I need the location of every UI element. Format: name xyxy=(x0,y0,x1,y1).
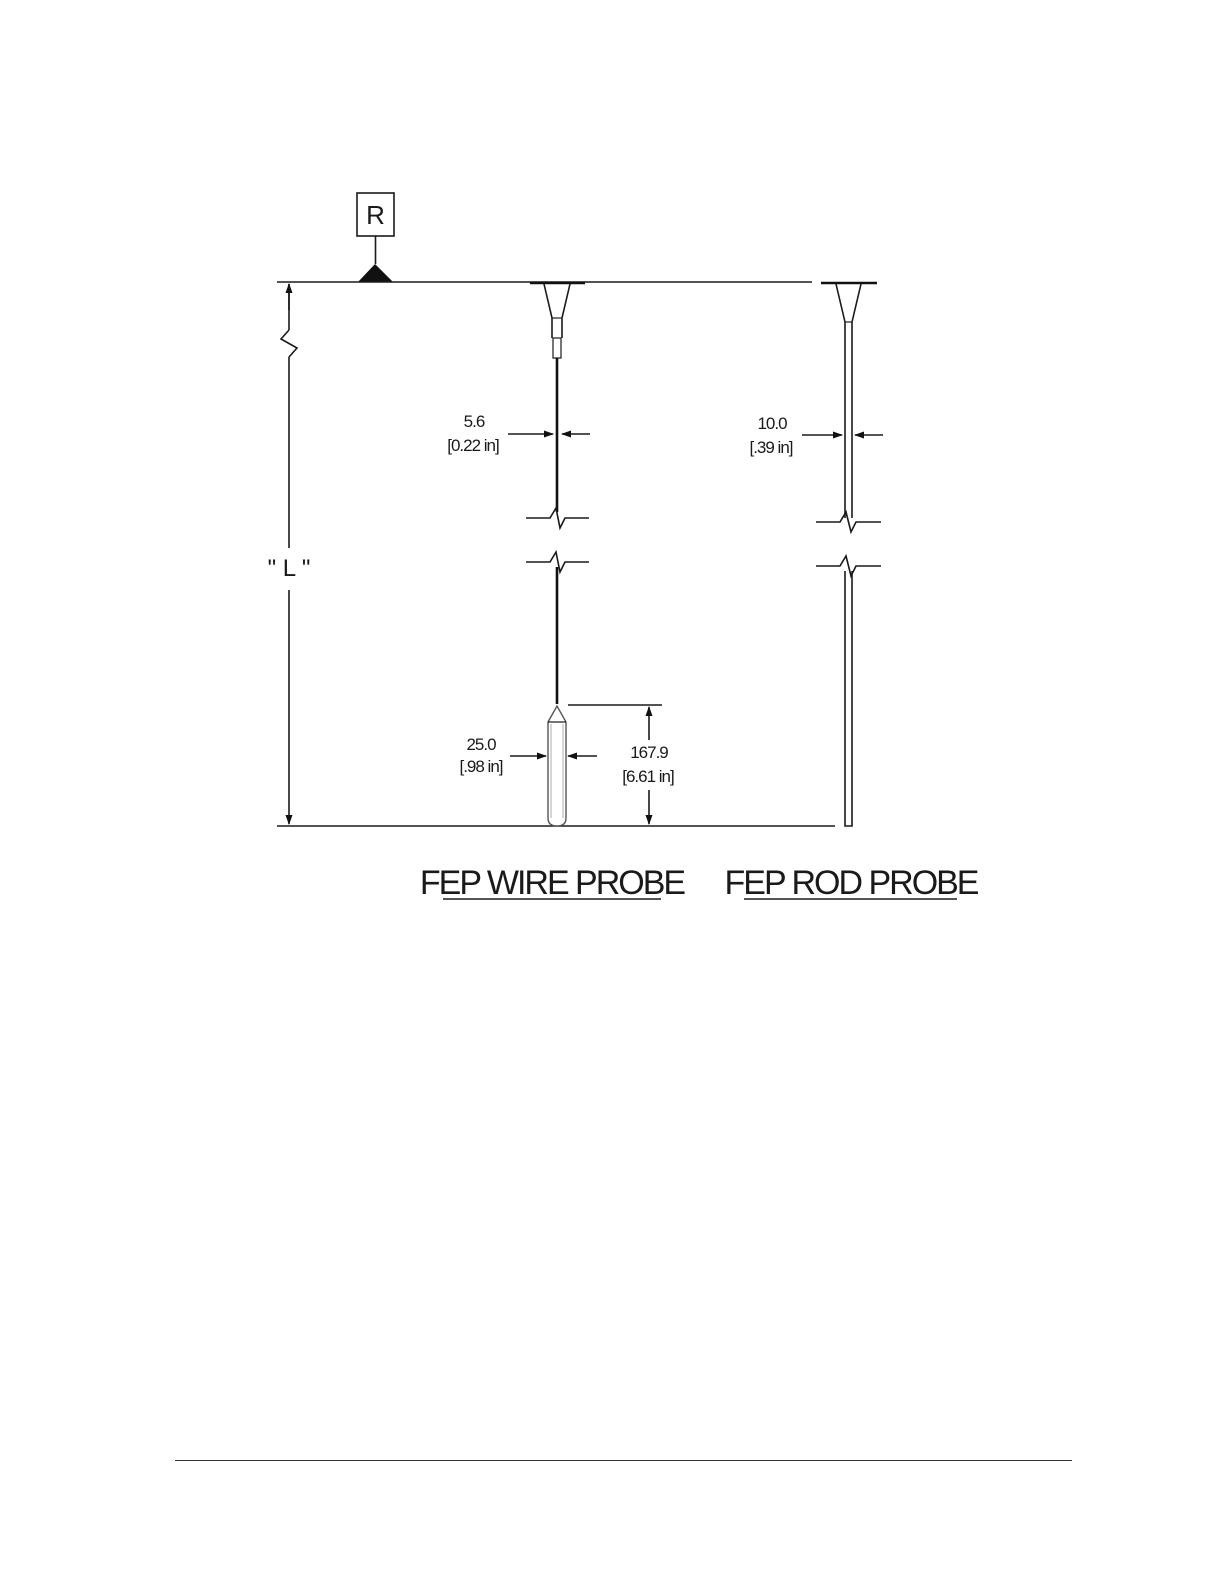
rod-break-lower xyxy=(816,556,881,576)
rod-dim-imperial: [.39 in] xyxy=(749,438,792,457)
rod-probe-title: FEP ROD PROBE xyxy=(725,864,979,902)
weight-len-metric: 167.9 xyxy=(630,743,668,762)
rod-probe: 10.0 [.39 in] xyxy=(749,284,883,826)
wire-probe-title: FEP WIRE PROBE xyxy=(420,864,686,902)
wire-probe-coupling xyxy=(544,284,570,338)
length-dimension: " L " xyxy=(268,284,311,824)
rod-probe-coupling xyxy=(836,284,861,322)
weight-len-imperial: [6.61 in] xyxy=(622,767,674,786)
rod-lower xyxy=(845,571,852,826)
wire-dim-imperial: [0.22 in] xyxy=(447,436,499,455)
weight-dia-imperial: [.98 in] xyxy=(459,757,502,776)
reference-mark: R xyxy=(357,193,394,282)
length-label: " L " xyxy=(268,555,311,582)
rod-dim-metric: 10.0 xyxy=(757,414,787,433)
reference-label: R xyxy=(366,200,385,230)
wire-probe-crimp xyxy=(553,338,561,358)
reference-triangle xyxy=(358,264,393,282)
wire-dim-metric: 5.6 xyxy=(464,412,485,431)
rod-break-upper xyxy=(816,512,881,532)
wire-probe: 5.6 [0.22 in] 25.0 [.98 in] 167.9 [6.61 … xyxy=(447,284,674,826)
footer-rule xyxy=(175,1460,1072,1461)
weight-dia-metric: 25.0 xyxy=(466,735,496,754)
